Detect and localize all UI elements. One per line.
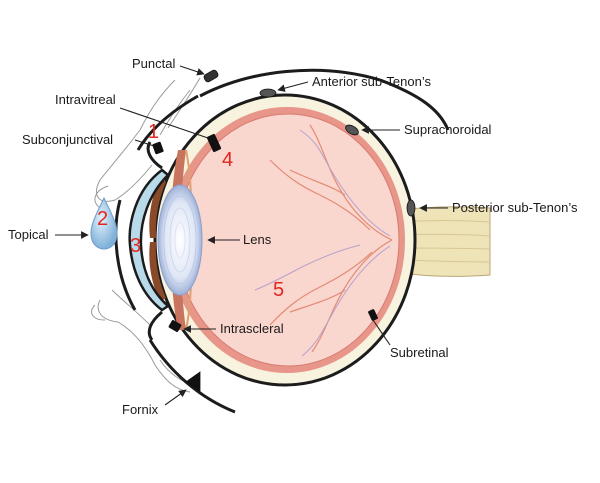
label-anterior-sub-tenon: Anterior sub-Tenon’s bbox=[312, 74, 431, 89]
number-2: 2 bbox=[97, 208, 108, 230]
lens bbox=[157, 184, 203, 296]
subretinal-implant-icon bbox=[368, 309, 378, 321]
suprachoroidal-implant-icon bbox=[345, 124, 359, 136]
fornix-insert-icon bbox=[185, 371, 201, 393]
label-topical: Topical bbox=[8, 227, 49, 242]
leader-lines bbox=[55, 65, 448, 406]
number-3: 3 bbox=[130, 235, 141, 257]
label-intravitreal: Intravitreal bbox=[55, 92, 116, 107]
label-subretinal: Subretinal bbox=[390, 345, 449, 360]
intrascleral-implant-icon bbox=[168, 320, 182, 332]
number-5: 5 bbox=[273, 279, 284, 301]
retinal-vessels bbox=[269, 124, 393, 353]
label-subconjunctival: Subconjunctival bbox=[22, 132, 113, 147]
label-intrascleral: Intrascleral bbox=[220, 321, 284, 336]
topical-drop-icon bbox=[90, 196, 118, 250]
number-1: 1 bbox=[148, 121, 159, 143]
anterior-sub-tenon-implant-icon bbox=[259, 88, 277, 98]
punctal-plug-icon bbox=[203, 69, 219, 83]
label-posterior-sub-tenon: Posterior sub-Tenon’s bbox=[452, 200, 578, 215]
posterior-sub-tenon-implant-icon bbox=[406, 199, 416, 217]
number-4: 4 bbox=[222, 149, 233, 171]
cornea bbox=[128, 168, 171, 312]
delivery-sites bbox=[152, 69, 416, 393]
iris bbox=[149, 178, 166, 302]
retinal-veins bbox=[254, 129, 391, 357]
label-fornix: Fornix bbox=[122, 402, 159, 417]
label-punctal: Punctal bbox=[132, 56, 175, 71]
intravitreal-implant-icon bbox=[206, 133, 222, 153]
label-lens: Lens bbox=[243, 232, 272, 247]
label-suprachoroidal: Suprachoroidal bbox=[404, 122, 492, 137]
subconjunctival-implant-icon bbox=[152, 141, 164, 155]
